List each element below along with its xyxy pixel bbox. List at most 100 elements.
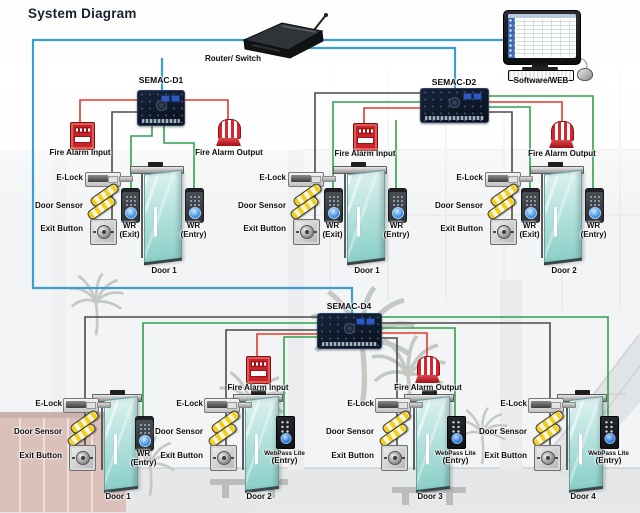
door-frame (141, 168, 143, 258)
entry-reader (600, 416, 619, 449)
exit-button-icon (69, 445, 96, 471)
entry-reader-label: WebPass Lite(Entry) (435, 450, 476, 466)
exit-button-label: Exit Button (40, 224, 83, 233)
reader-label-line1: WR (389, 221, 404, 230)
exit-reader-label: WR(Exit) (323, 221, 343, 239)
wire-lan-d2 (308, 46, 457, 90)
door-sensor-icon (378, 414, 412, 445)
door (104, 395, 138, 493)
door (245, 395, 279, 493)
entry-reader (185, 188, 204, 223)
exit-button-icon (381, 445, 408, 471)
door-sensor-icon (486, 187, 520, 218)
reader-label-line1: WebPass Lite (264, 450, 305, 457)
entry-reader-label: WR(Entry) (581, 221, 607, 239)
wire-fire-input-d4 (256, 333, 320, 357)
semac-d2-board (420, 88, 489, 123)
mouse-icon (577, 68, 593, 81)
door-closer-icon (575, 390, 590, 395)
fire-alarm-input-icon (70, 122, 95, 150)
reader-label-line1: WR (186, 221, 201, 230)
e-lock-bracket (238, 402, 252, 408)
semac-d4-label: SEMAC-D4 (326, 301, 372, 311)
entry-reader-label: WR(Entry) (180, 221, 207, 239)
semac-d1-label: SEMAC-D1 (138, 75, 184, 85)
reader-label-line1: WR (325, 221, 340, 230)
door-label: Door 1 (105, 492, 131, 501)
entry-reader (276, 416, 295, 449)
e-lock-bracket (322, 176, 336, 182)
e-lock-bracket (97, 402, 111, 408)
exit-button-label: Exit Button (243, 224, 286, 233)
reader-label-line2: (Exit) (519, 229, 540, 239)
door (544, 169, 582, 265)
fire-alarm-input-icon (353, 123, 378, 151)
e-lock-label: E-Lock (176, 399, 203, 408)
exit-reader (324, 188, 343, 223)
wire-fire-input-d2 (363, 107, 424, 125)
door (347, 169, 385, 265)
entry-reader (135, 416, 154, 451)
fire-alarm-output-label: Fire Alarm Output (195, 148, 263, 157)
reader-label-line1: WR (122, 221, 137, 230)
reader-label-line1: WR (522, 221, 537, 230)
door-label: Door 1 (354, 266, 380, 275)
exit-button-icon (534, 445, 561, 471)
door-closer-icon (422, 390, 437, 395)
entry-reader-label: WR(Entry) (383, 221, 410, 239)
monitor-base (522, 67, 558, 70)
semac-d4-board (317, 313, 382, 349)
reader-label-line1: WebPass Lite (588, 450, 629, 457)
door-closer-icon (351, 162, 366, 167)
door-frame (541, 168, 543, 258)
door-sensor-label: Door Sensor (237, 201, 286, 210)
reader-label-line2: (Entry) (271, 456, 298, 465)
fire-alarm-output-icon (549, 121, 574, 148)
entry-reader-label: WR(Entry) (130, 449, 157, 467)
door (416, 395, 450, 493)
e-lock-label: E-Lock (35, 399, 62, 408)
reader-label-line2: (Entry) (383, 229, 410, 239)
wire-fire-output-d4 (378, 332, 428, 358)
door-frame (566, 396, 568, 470)
reader-label-line1: WebPass Lite (435, 450, 476, 457)
reader-label-line2: (Exit) (119, 229, 140, 239)
door (569, 395, 603, 493)
wire-fire-output-d1 (180, 99, 229, 122)
door-sensor-label: Door Sensor (434, 201, 483, 210)
exit-reader (121, 188, 140, 223)
door (144, 169, 182, 265)
reader-label-line2: (Entry) (130, 457, 157, 467)
door-sensor-label: Door Sensor (154, 427, 203, 436)
reader-label-line1: WR (136, 449, 151, 458)
door-sensor-label: Door Sensor (34, 201, 83, 210)
exit-button-icon (90, 219, 117, 245)
door-label: Door 4 (570, 492, 596, 501)
reader-label-line2: (Entry) (180, 229, 207, 239)
exit-button-label: Exit Button (19, 451, 62, 460)
door-sensor-icon (86, 187, 120, 218)
router-icon (242, 13, 328, 59)
e-lock-bracket (562, 402, 576, 408)
door-sensor-icon (66, 414, 100, 445)
exit-button-icon (293, 219, 320, 245)
entry-reader (388, 188, 407, 223)
fire-alarm-output-label: Fire Alarm Output (528, 149, 596, 158)
fire-alarm-output-icon (415, 356, 440, 383)
door-closer-icon (548, 162, 563, 167)
exit-button-icon (490, 219, 517, 245)
door-label: Door 2 (246, 492, 272, 501)
e-lock-bracket (409, 402, 423, 408)
fire-alarm-input-label: Fire Alarm Input (227, 383, 289, 392)
e-lock-bracket (519, 176, 533, 182)
exit-button-label: Exit Button (440, 224, 483, 233)
door-closer-icon (110, 390, 125, 395)
wire-fire-input-d1 (79, 99, 140, 123)
exit-reader-label: WR(Exit) (119, 221, 140, 239)
door-sensor-label: Door Sensor (478, 427, 527, 436)
door-frame (344, 168, 346, 258)
software-monitor (503, 10, 581, 65)
e-lock-bracket (119, 176, 133, 182)
entry-reader-label: WebPass Lite(Entry) (588, 450, 629, 466)
